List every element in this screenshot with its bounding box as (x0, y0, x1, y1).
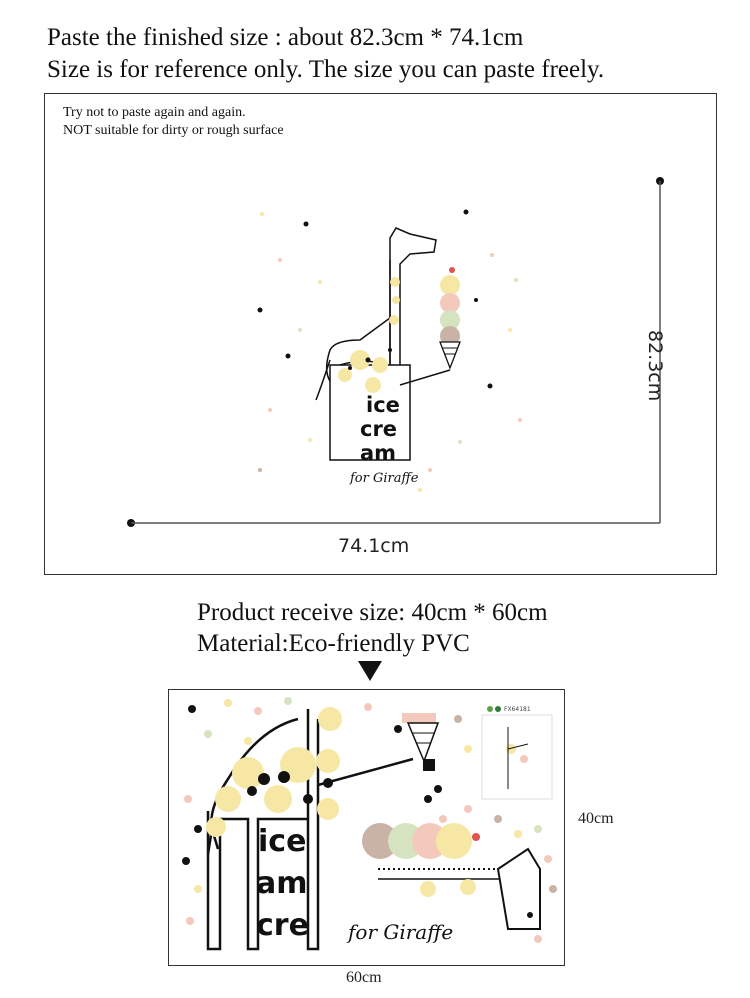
sheet-confetti-dots (182, 697, 557, 943)
ice-cream-cone (439, 267, 461, 370)
sheet-width-label: 60cm (346, 969, 382, 986)
sheet-giraffe-figure (206, 709, 414, 951)
note-paste-once: Try not to paste again and again. (63, 105, 246, 120)
receive-size-line: Product receive size: 40cm * 60cm (197, 599, 548, 626)
sheet-code: FX64181 (504, 706, 531, 713)
sheet-height-label: 40cm (578, 810, 614, 827)
giraffe-artwork-top: ice cre am for Giraffe (257, 209, 522, 492)
sheet-word-cre: cre (256, 908, 309, 943)
art-signature: for Giraffe (349, 471, 419, 486)
finished-size-panel (44, 93, 717, 575)
material-line: Material:Eco-friendly PVC (197, 630, 470, 657)
sheet-word-ice: ice (258, 824, 306, 859)
header-reference-line: Size is for reference only. The size you… (47, 56, 605, 83)
giraffe-spots (338, 277, 400, 393)
sheet-ice-cream-cone (402, 713, 440, 771)
note-surface: NOT suitable for dirty or rough surface (63, 123, 284, 138)
arrow-down-icon (358, 661, 382, 681)
sheet-signature: for Giraffe (346, 920, 453, 944)
sticker-sheet (168, 689, 565, 966)
width-label: 74.1cm (338, 535, 410, 557)
header-size-line: Paste the finished size : about 82.3cm *… (47, 24, 524, 51)
height-label: 82.3cm (644, 330, 666, 402)
art-word-ice: ice (366, 393, 400, 417)
sheet-giraffe-head (496, 847, 541, 930)
art-word-cre: cre (360, 417, 397, 441)
sheet-word-am: am (256, 866, 308, 901)
sheet-giraffe-spots (206, 707, 342, 837)
sheet-scoops (362, 823, 508, 897)
sheet-preview-card: FX64181 (481, 706, 553, 800)
sticker-sheet-artwork: ice am cre for Giraffe FX64181 (182, 697, 557, 951)
confetti-dots (257, 209, 522, 492)
art-word-am: am (360, 441, 396, 465)
